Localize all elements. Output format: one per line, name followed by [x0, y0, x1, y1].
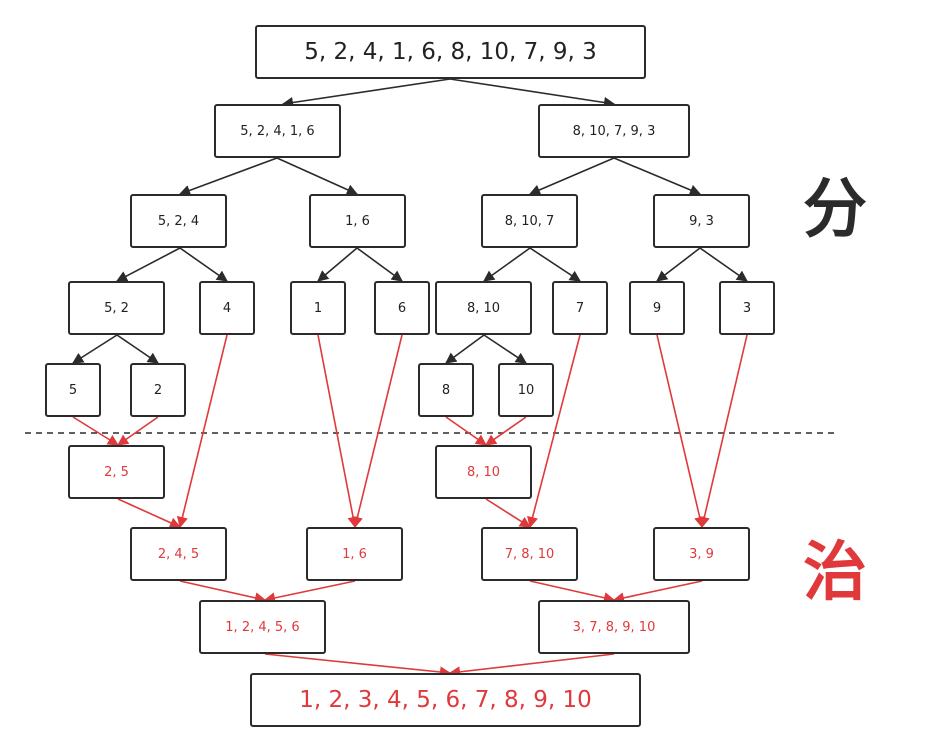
divide-node-lrl: 1: [290, 281, 346, 335]
merge-arrow: [263, 580, 356, 604]
divide-phase-label: 分: [803, 173, 867, 247]
divide-arrow: [528, 157, 615, 196]
divide-node-rll: 8, 10: [435, 281, 532, 335]
merge-node-7-8-10: 7, 8, 10: [481, 527, 578, 581]
divide-arrow: [529, 247, 581, 282]
divide-arrow: [178, 157, 278, 196]
divide-arrow: [179, 247, 228, 282]
divide-node-rrr: 3: [719, 281, 775, 335]
divide-node-rrl: 9: [629, 281, 685, 335]
divide-node-lr: 1, 6: [309, 194, 406, 248]
conquer-phase-label: 治: [803, 536, 867, 610]
divide-arrow: [116, 334, 159, 364]
divide-node-rl: 8, 10, 7: [481, 194, 578, 248]
divide-arrow: [449, 78, 616, 109]
divide-node-llr: 4: [199, 281, 255, 335]
merge-node-3-9: 3, 9: [653, 527, 750, 581]
merge-node-1-6: 1, 6: [306, 527, 403, 581]
final-sorted-node: 1, 2, 3, 4, 5, 6, 7, 8, 9, 10: [250, 673, 641, 727]
merge-arrow: [117, 498, 182, 528]
merge-node-8-10: 8, 10: [435, 445, 532, 499]
merge-arrow: [698, 334, 748, 529]
merge-arrow: [72, 416, 119, 446]
divide-arrow: [613, 157, 702, 196]
merge-arrow: [176, 334, 228, 529]
divide-node-rr: 9, 3: [653, 194, 750, 248]
divide-node-lrr: 6: [374, 281, 430, 335]
merge-node-2-4-5: 2, 4, 5: [130, 527, 227, 581]
merge-arrow: [485, 498, 531, 528]
divide-node-rlr: 7: [552, 281, 608, 335]
merge-arrow: [351, 334, 403, 529]
divide-arrow: [483, 334, 527, 364]
divide-arrow: [281, 78, 451, 109]
divide-arrow: [276, 157, 359, 195]
divide-arrow: [317, 247, 358, 282]
merge-arrow: [527, 334, 581, 529]
divide-node-right: 8, 10, 7, 9, 3: [538, 104, 690, 158]
merge-arrow: [179, 580, 267, 604]
merge-arrow: [445, 416, 487, 446]
divide-arrow: [445, 334, 485, 364]
divide-arrow: [699, 247, 748, 282]
merge-arrow: [485, 416, 527, 446]
merge-arrow: [448, 653, 615, 678]
merge-arrow: [264, 653, 452, 678]
merge-arrow: [117, 416, 159, 446]
divide-node-rlll: 8: [418, 363, 474, 417]
merge-arrow: [317, 334, 359, 529]
merge-node-right-half: 3, 7, 8, 9, 10: [538, 600, 690, 654]
divide-node-lll: 5, 2: [68, 281, 165, 335]
divide-arrow: [116, 247, 181, 282]
root-node: 5, 2, 4, 1, 6, 8, 10, 7, 9, 3: [255, 25, 646, 79]
merge-arrow: [529, 580, 616, 604]
divide-node-left: 5, 2, 4, 1, 6: [214, 104, 341, 158]
divide-node-llll: 5: [45, 363, 101, 417]
merge-arrow: [612, 580, 703, 604]
divide-arrow: [356, 247, 403, 282]
divide-node-ll: 5, 2, 4: [130, 194, 227, 248]
divide-node-lllr: 2: [130, 363, 186, 417]
divide-arrow: [483, 247, 531, 282]
divide-node-rllr: 10: [498, 363, 554, 417]
merge-node-left-half: 1, 2, 4, 5, 6: [199, 600, 326, 654]
divide-arrow: [72, 334, 118, 364]
merge-arrow: [656, 334, 706, 529]
divide-arrow: [656, 247, 701, 282]
merge-node-2-5: 2, 5: [68, 445, 165, 499]
